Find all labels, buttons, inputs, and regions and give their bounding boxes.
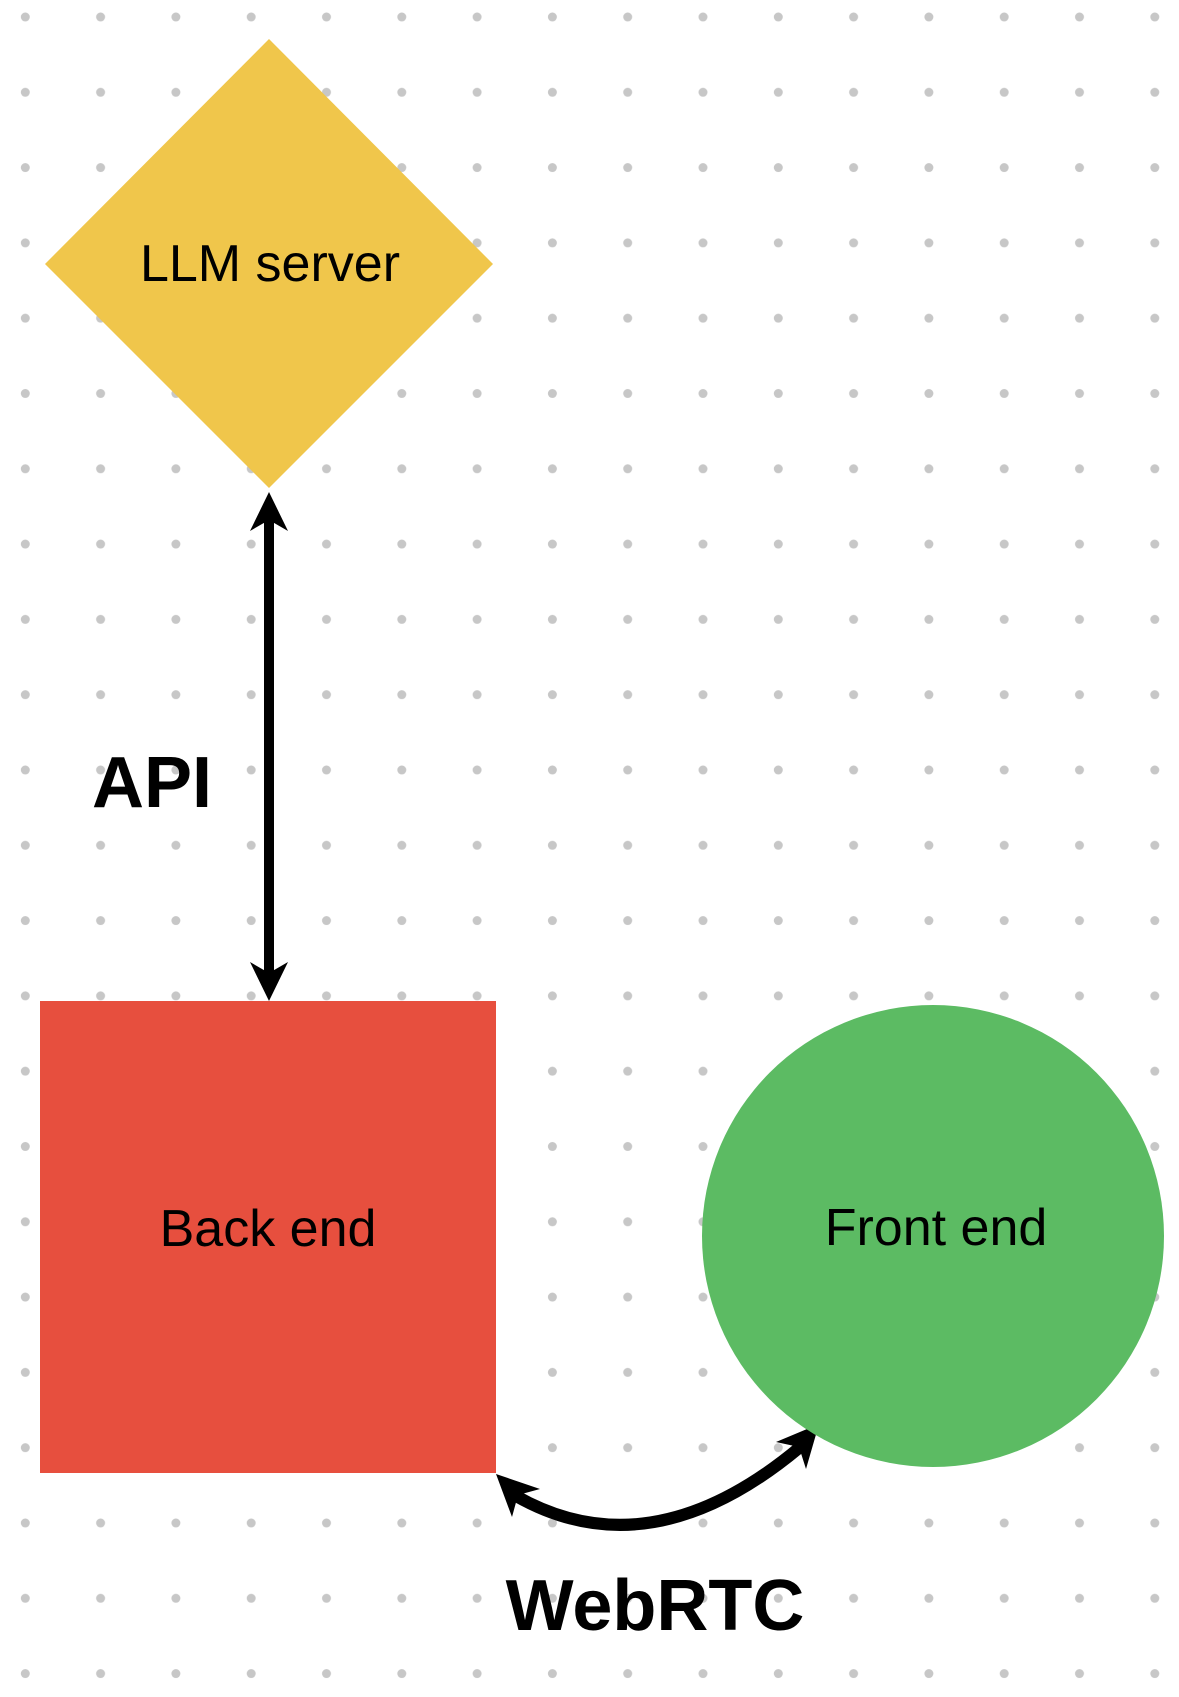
node-llm-server[interactable]: LLM server: [45, 39, 493, 488]
webrtc-arrowhead-left: [496, 1474, 540, 1517]
edge-api[interactable]: API: [92, 492, 288, 1001]
edge-webrtc[interactable]: WebRTC: [496, 1424, 819, 1646]
node-front-end[interactable]: Front end: [702, 1005, 1164, 1467]
llm-server-diamond-shape: [45, 39, 493, 488]
front-end-label: Front end: [825, 1199, 1048, 1257]
api-arrowhead-bottom: [250, 962, 288, 1001]
front-end-circle-shape: [702, 1005, 1164, 1467]
webrtc-arrowhead-right: [776, 1424, 819, 1469]
webrtc-edge-label: WebRTC: [506, 1566, 805, 1646]
node-back-end[interactable]: Back end: [40, 1001, 496, 1473]
back-end-label: Back end: [160, 1200, 377, 1258]
webrtc-arrow-shaft: [510, 1442, 805, 1531]
back-end-square-shape: [40, 1001, 496, 1473]
api-edge-label: API: [92, 743, 212, 823]
llm-server-label: LLM server: [140, 235, 400, 293]
api-arrowhead-top: [250, 492, 288, 531]
